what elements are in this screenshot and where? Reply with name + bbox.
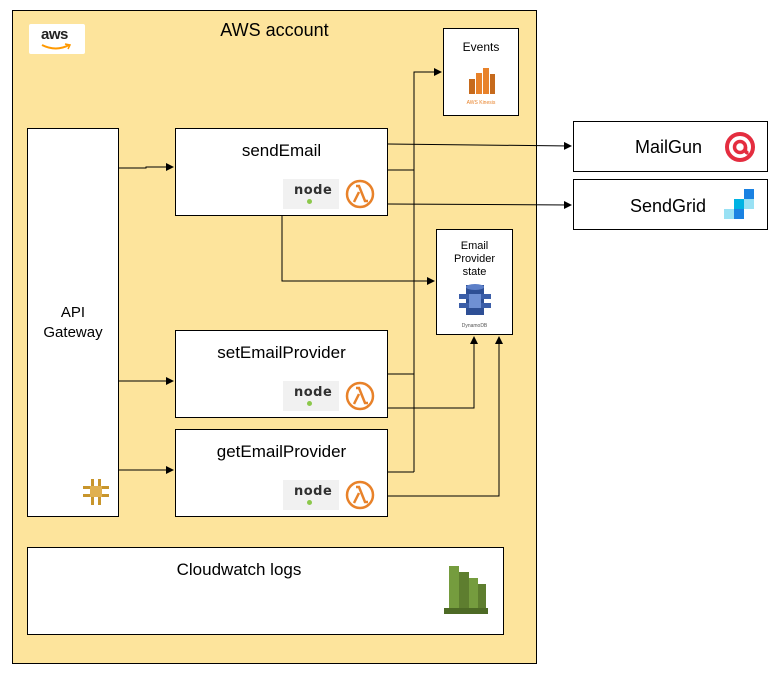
nodejs-icon: node	[283, 381, 339, 411]
aws-logo-text: aws	[41, 26, 68, 43]
api-gateway-box: API Gateway	[27, 128, 119, 517]
arrow-get-provider-to-state	[388, 336, 503, 497]
lambda-icon	[345, 381, 375, 411]
lambda-set-email-provider-title: setEmailProvider	[217, 343, 346, 362]
state-label-line3: state	[462, 266, 487, 278]
cloudwatch-logs-box: Cloudwatch logs	[27, 547, 504, 635]
lambda-set-email-provider: setEmailProvider node	[175, 330, 388, 418]
mailgun-label: MailGun	[635, 137, 703, 157]
lambda-get-email-provider: getEmailProvider node	[175, 429, 388, 517]
arrow-bus-to-events	[413, 68, 442, 472]
events-box: Events AWS Kinesis	[443, 28, 519, 116]
api-gateway-icon	[83, 479, 109, 505]
lambda-icon	[345, 480, 375, 510]
lambda-icon	[345, 179, 375, 209]
nodejs-icon: node	[283, 179, 339, 209]
sendgrid-icon	[724, 189, 754, 219]
kinesis-icon	[469, 68, 495, 94]
state-label-line1: Email	[460, 240, 489, 252]
sendgrid-box: SendGrid	[573, 179, 768, 230]
arrow-send-email-to-state	[281, 216, 435, 285]
aws-logo: aws	[29, 24, 85, 54]
aws-account-title: AWS account	[220, 20, 329, 40]
arrow-send-email-to-mailgun	[387, 141, 572, 150]
lambda-send-email: sendEmail node	[175, 128, 388, 216]
state-label-line2: Provider	[454, 253, 495, 265]
api-gateway-label-line2: Gateway	[43, 324, 103, 341]
sendgrid-label: SendGrid	[630, 196, 707, 216]
nodejs-label: node	[294, 385, 333, 400]
cloudwatch-icon	[444, 566, 488, 614]
mailgun-box: MailGun	[573, 121, 768, 172]
events-title: Events	[462, 40, 500, 54]
cloudwatch-title: Cloudwatch logs	[176, 560, 302, 579]
aws-smile-icon	[41, 43, 71, 50]
mailgun-icon	[725, 132, 755, 162]
arrow-api-to-send-email	[119, 163, 174, 171]
email-provider-state-box: Email Provider state DynamoDB	[436, 229, 513, 335]
nodejs-icon: node	[283, 480, 339, 510]
dynamodb-icon	[459, 284, 491, 315]
lambda-get-email-provider-title: getEmailProvider	[216, 442, 347, 461]
api-gateway-label-line1: API	[60, 304, 86, 321]
lambda-send-email-title: sendEmail	[241, 141, 322, 160]
nodejs-label: node	[294, 484, 333, 499]
nodejs-label: node	[294, 183, 333, 198]
arrow-send-email-to-sendgrid	[387, 200, 572, 209]
dynamodb-caption: DynamoDB	[461, 323, 488, 329]
arrow-set-provider-to-state	[388, 336, 478, 409]
kinesis-caption: AWS Kinesis	[466, 100, 496, 106]
